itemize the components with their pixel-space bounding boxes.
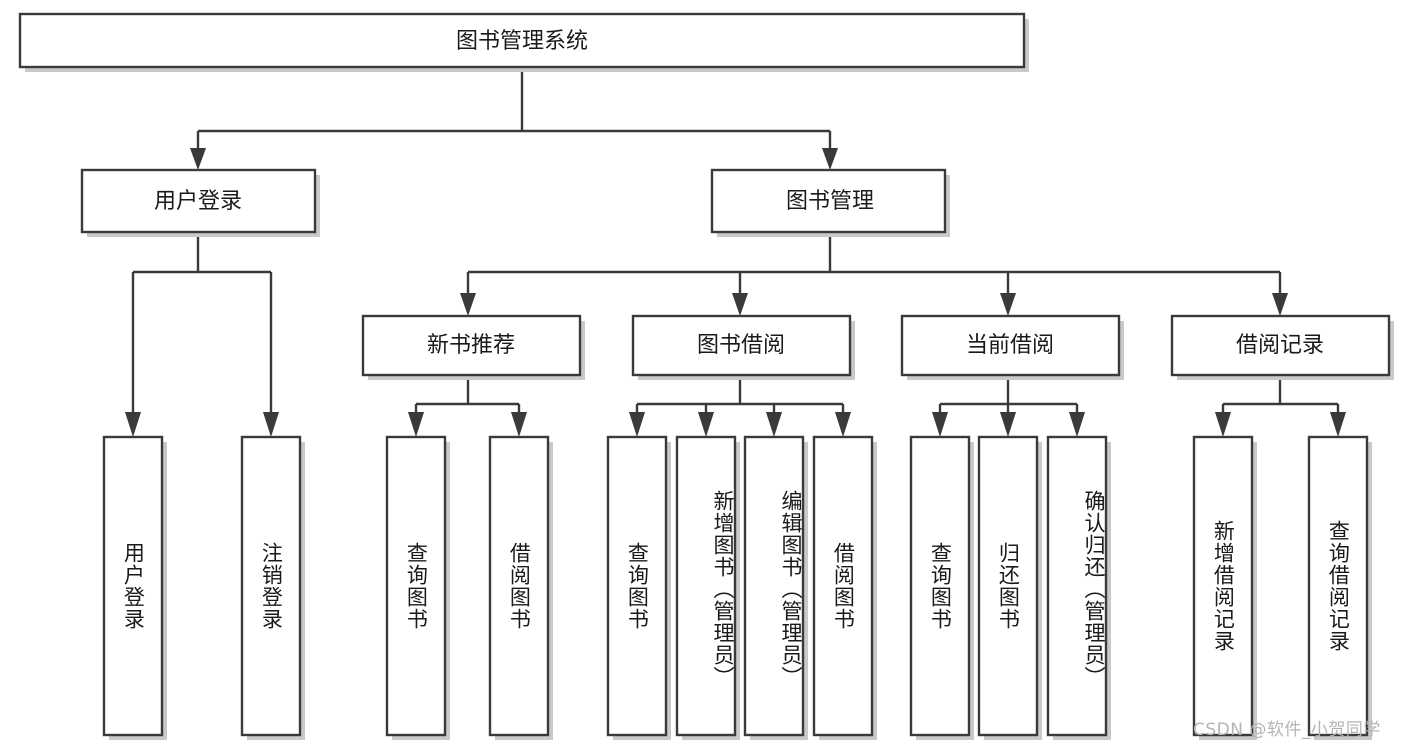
arrow-leaf-query-book-3 — [932, 412, 948, 437]
arrow-leaf-logout — [263, 412, 279, 437]
borrow-record-box[interactable] — [1170, 314, 1391, 377]
leaf-add-record-box[interactable] — [1192, 435, 1254, 737]
book-manage-box[interactable] — [710, 168, 947, 234]
user-login-label: 用户登录 — [154, 189, 242, 214]
arrow-leaf-add-book — [698, 412, 714, 437]
book-borrow-box[interactable] — [631, 314, 852, 377]
leaf-query-book-1-box[interactable] — [385, 435, 447, 737]
leaf-add-book-box[interactable] — [675, 435, 737, 737]
arrow-to-new-book-rec — [460, 293, 476, 316]
arrow-to-current-borrow — [1000, 293, 1016, 316]
leaf-return-book-box[interactable] — [977, 435, 1039, 737]
arrow-leaf-query-record — [1330, 412, 1346, 437]
node-book-manage[interactable]: 图书管理 — [710, 168, 950, 237]
node-root[interactable]: 图书管理系统 — [18, 12, 1029, 72]
current-borrow-label: 当前借阅 — [966, 333, 1054, 358]
leaf-confirm-return-box[interactable] — [1046, 435, 1108, 737]
arrow-to-book-borrow — [732, 293, 748, 316]
leaf-borrow-book-1-box[interactable] — [488, 435, 550, 737]
arrow-leaf-borrow-book-2 — [835, 412, 851, 437]
arrow-to-book-manage — [822, 148, 838, 170]
arrow-leaf-confirm-return — [1069, 412, 1085, 437]
leaf-boxes-layer — [102, 435, 1372, 740]
new-book-rec-label: 新书推荐 — [427, 333, 515, 358]
new-book-rec-box[interactable] — [361, 314, 582, 377]
leaf-logout-box[interactable] — [240, 435, 302, 737]
node-current-borrow[interactable]: 当前借阅 — [900, 314, 1124, 380]
root-label: 图书管理系统 — [456, 29, 588, 54]
book-manage-label: 图书管理 — [786, 189, 874, 214]
edges-layer — [125, 67, 1346, 437]
node-book-borrow[interactable]: 图书借阅 — [631, 314, 855, 380]
root-box[interactable] — [18, 12, 1026, 69]
user-login-box[interactable] — [80, 168, 317, 234]
leaf-edit-book-box[interactable] — [743, 435, 805, 737]
arrow-to-borrow-record — [1272, 293, 1288, 316]
arrow-leaf-edit-book — [766, 412, 782, 437]
leaf-query-record-box[interactable] — [1307, 435, 1369, 737]
node-user-login[interactable]: 用户登录 — [80, 168, 320, 237]
current-borrow-box[interactable] — [900, 314, 1121, 377]
node-new-book-rec[interactable]: 新书推荐 — [361, 314, 585, 380]
nodes-layer: 图书管理系统 用户登录 图书管理 新书推荐 — [18, 12, 1394, 740]
leaf-borrow-book-2-box[interactable] — [812, 435, 874, 737]
arrow-leaf-user-login — [125, 412, 141, 437]
leaf-query-book-2-box[interactable] — [606, 435, 668, 737]
borrow-record-label: 借阅记录 — [1236, 333, 1324, 358]
arrow-leaf-borrow-book-1 — [511, 412, 527, 437]
arrow-leaf-query-book-1 — [408, 412, 424, 437]
node-borrow-record[interactable]: 借阅记录 — [1170, 314, 1394, 380]
arrow-to-user-login — [190, 148, 206, 170]
csdn-watermark: CSDN @软件_小贺同学 — [1193, 720, 1381, 740]
arrow-leaf-return-book — [1000, 412, 1016, 437]
arrow-leaf-add-record — [1215, 412, 1231, 437]
book-borrow-label: 图书借阅 — [697, 333, 785, 358]
leaf-user-login-box[interactable] — [102, 435, 164, 737]
leaf-query-book-3-box[interactable] — [909, 435, 971, 737]
arrow-leaf-query-book-2 — [629, 412, 645, 437]
